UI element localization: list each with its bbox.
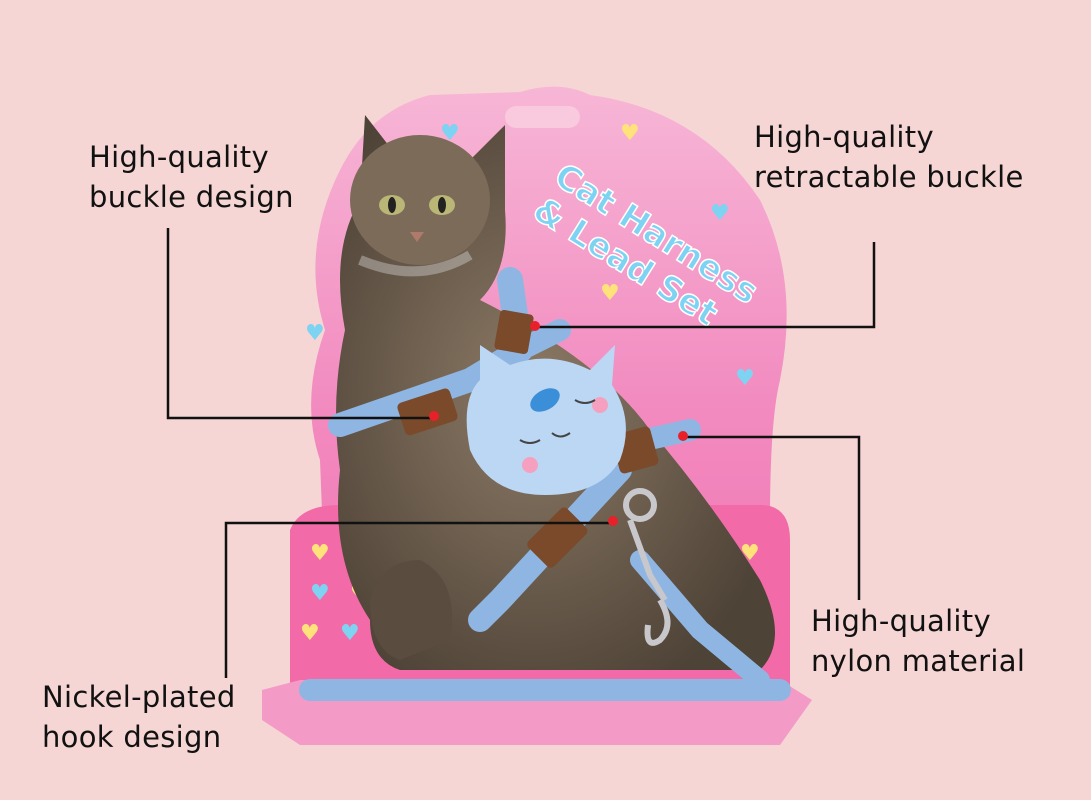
annotation-retractable-buckle: High-quality retractable buckle [754,117,1024,197]
svg-text:♥: ♥ [300,621,320,646]
annotation-line: buckle design [89,180,294,214]
svg-text:♥: ♥ [340,621,360,646]
callout-lines [166,228,876,678]
leash-hook [623,488,671,646]
pointer-dot [678,431,688,441]
annotation-line: High-quality [754,120,934,154]
plush-toy [466,345,626,495]
pointer-dot [429,411,439,421]
annotation-line: retractable buckle [754,160,1024,194]
svg-text:♥: ♥ [305,321,325,346]
buckles [397,309,659,568]
svg-text:♥: ♥ [710,201,730,226]
annotation-nylon-material: High-quality nylon material [811,601,1025,681]
callout-line-top-right [534,242,876,329]
annotation-line: nylon material [811,644,1026,678]
annotation-hook-design: Nickel-plated hook design [42,677,236,757]
svg-text:♥: ♥ [735,366,755,391]
annotation-line: High-quality [811,604,991,638]
callout-line-bottom-right [683,435,861,600]
svg-text:♥: ♥ [310,541,330,566]
callout-points [429,321,688,526]
pointer-dot [530,321,540,331]
callout-line-top-left [166,228,433,420]
svg-text:♥: ♥ [620,121,640,146]
svg-text:♥: ♥ [600,281,620,306]
annotation-line: High-quality [89,140,269,174]
annotation-buckle-design: High-quality buckle design [89,137,294,217]
annotation-line: Nickel-plated [42,680,236,714]
annotation-line: hook design [42,720,222,754]
pointer-dot [608,516,618,526]
svg-text:♥: ♥ [310,581,330,606]
callout-line-bottom-left [224,521,614,678]
